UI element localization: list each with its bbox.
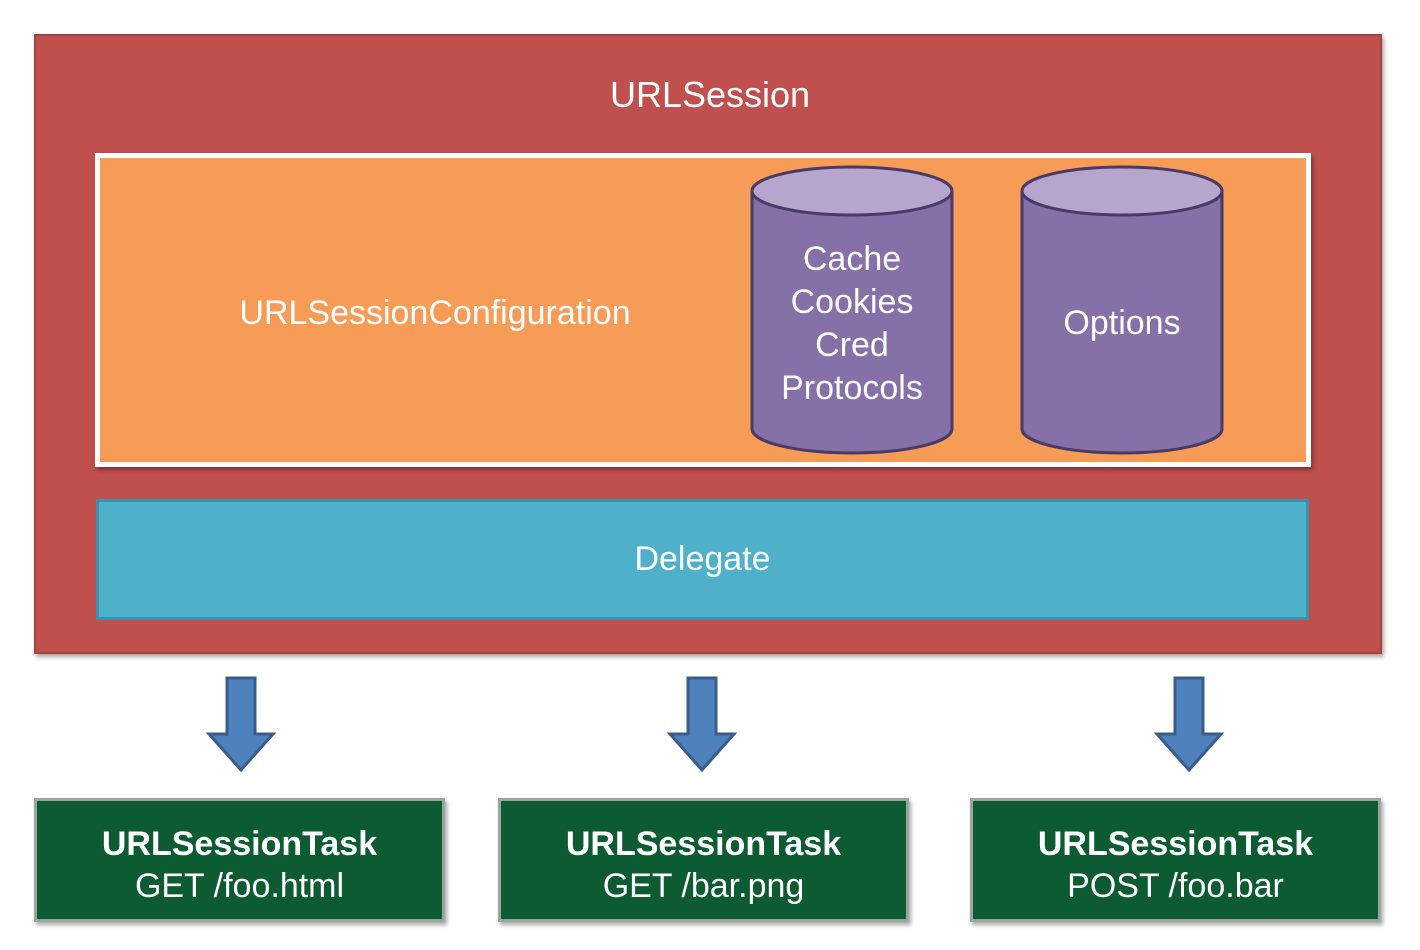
down-arrow-icon — [205, 676, 277, 773]
down-arrow-icon — [666, 676, 738, 773]
task-box: URLSessionTask POST /foo.bar — [970, 798, 1381, 922]
delegate-label: Delegate — [634, 540, 771, 578]
down-arrow-icon — [1153, 676, 1225, 773]
options-store-labels: Options — [1021, 302, 1223, 345]
cache-store-labels: Cache Cookies Cred Protocols — [752, 238, 952, 410]
delegate-box — [96, 499, 1309, 620]
store-line: Cache — [802, 240, 902, 278]
task-box: URLSessionTask GET /foo.html — [34, 798, 445, 922]
store-line: Options — [1063, 304, 1181, 342]
task-box: URLSessionTask GET /bar.png — [498, 798, 909, 922]
options-store-cylinder — [1020, 165, 1224, 455]
url-session-title: URLSession — [609, 74, 811, 115]
task-title: URLSessionTask — [565, 825, 842, 863]
task-title: URLSessionTask — [1037, 825, 1314, 863]
store-line: Cookies — [790, 283, 914, 321]
store-line: Cred — [815, 326, 889, 364]
store-line: Protocols — [781, 369, 923, 407]
configuration-label: URLSessionConfiguration — [239, 294, 631, 332]
cache-store-cylinder — [750, 165, 954, 455]
task-request: POST /foo.bar — [1067, 867, 1284, 905]
task-title: URLSessionTask — [101, 825, 378, 863]
task-request: GET /foo.html — [134, 867, 345, 905]
task-request: GET /bar.png — [602, 867, 805, 905]
